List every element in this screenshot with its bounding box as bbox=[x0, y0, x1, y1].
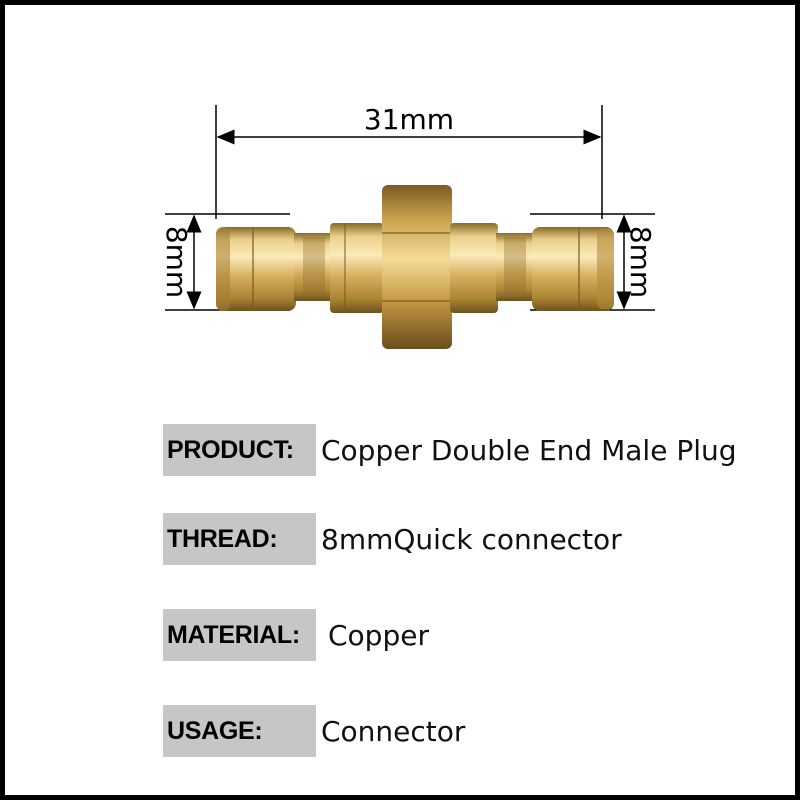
spec-value-product: Copper Double End Male Plug bbox=[321, 433, 737, 467]
spec-label-thread: THREAD: bbox=[163, 513, 316, 565]
spec-label-product: PRODUCT: bbox=[163, 424, 316, 476]
left-diameter-label: 8mm bbox=[160, 226, 193, 298]
spec-value-material: Copper bbox=[328, 618, 429, 652]
length-dimension: 31mm bbox=[215, 103, 603, 219]
left-diameter-dimension: 8mm bbox=[160, 213, 290, 311]
product-diagram: 31mm 8mm 8mm bbox=[160, 103, 657, 349]
spec-value-usage: Connector bbox=[321, 714, 466, 748]
length-label: 31mm bbox=[364, 103, 454, 136]
spec-label-material: MATERIAL: bbox=[163, 609, 316, 661]
brass-plug-image bbox=[216, 185, 614, 349]
right-diameter-label: 8mm bbox=[624, 226, 657, 298]
spec-value-thread: 8mmQuick connector bbox=[321, 522, 622, 556]
spec-label-usage: USAGE: bbox=[163, 705, 316, 757]
